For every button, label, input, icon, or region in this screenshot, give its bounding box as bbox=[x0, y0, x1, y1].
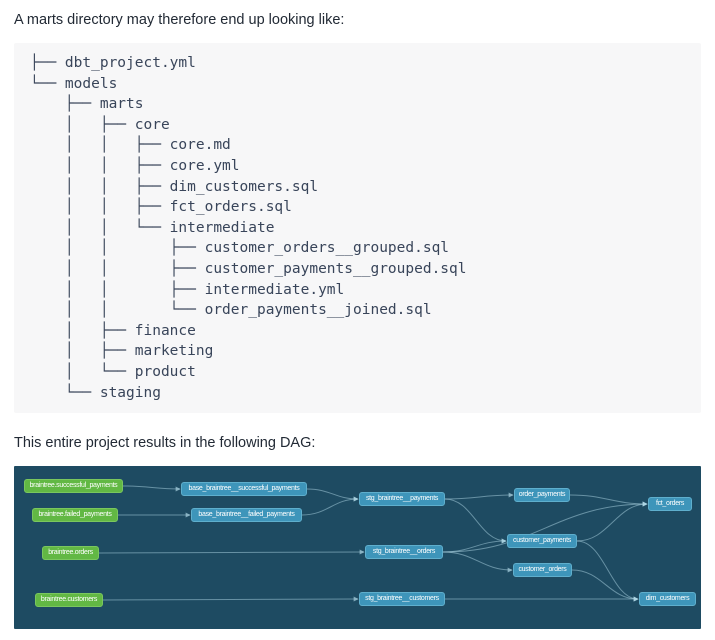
dag-node-order_payments: order_payments bbox=[514, 488, 570, 503]
dag-edge-braintree_customers-to-stg_braintree__customers bbox=[102, 596, 359, 602]
dag-node-dim_customers: dim_customers bbox=[639, 592, 696, 607]
directory-tree-code-block: ├── dbt_project.yml └── models ├── marts… bbox=[14, 43, 701, 414]
dag-node-braintree_failed_payments: braintree.failed_payments bbox=[32, 508, 118, 523]
dag-node-base_braintree__successful_payments: base_braintree__successful_payments bbox=[181, 482, 307, 497]
dag-node-base_braintree__failed_payments: base_braintree__failed_payments bbox=[191, 508, 302, 523]
dag-node-braintree_successful_payments: braintree.successful_payments bbox=[24, 479, 123, 494]
dag-node-braintree_customers: braintree.customers bbox=[35, 593, 103, 608]
dag-node-fct_orders: fct_orders bbox=[648, 497, 692, 512]
dag-edge-stg_braintree__orders-to-fct_orders bbox=[442, 501, 648, 553]
dag-edge-customer_orders-to-dim_customers bbox=[571, 569, 639, 602]
dag-node-customer_payments: customer_payments bbox=[507, 534, 577, 549]
dag-edge-order_payments-to-fct_orders bbox=[569, 494, 648, 507]
dag-intro-text: This entire project results in the follo… bbox=[14, 435, 316, 452]
dag-edge-stg_braintree__payments-to-customer_payments bbox=[444, 498, 507, 544]
dag-edge-customer_payments-to-fct_orders bbox=[576, 501, 648, 542]
dag-edge-braintree_successful_payments-to-base_braintree__successful_payments bbox=[122, 485, 181, 492]
dag-node-stg_braintree__customers: stg_braintree__customers bbox=[359, 592, 445, 607]
dag-edge-braintree_orders-to-stg_braintree__orders bbox=[98, 549, 365, 555]
dag-edges-svg bbox=[98, 485, 648, 602]
dag-edge-base_braintree__successful_payments-to-stg_braintree__payments bbox=[306, 488, 359, 502]
dag-edge-base_braintree__failed_payments-to-stg_braintree__payments bbox=[301, 496, 359, 516]
dag-edge-customer_payments-to-dim_customers bbox=[576, 540, 639, 602]
dag-node-stg_braintree__payments: stg_braintree__payments bbox=[359, 492, 445, 507]
dag-node-braintree_orders: braintree.orders bbox=[42, 546, 99, 561]
dag-node-customer_orders: customer_orders bbox=[513, 563, 572, 578]
dag-node-stg_braintree__orders: stg_braintree__orders bbox=[365, 545, 443, 560]
dag-diagram: braintree.successful_payments braintree.f… bbox=[14, 466, 701, 630]
intro-text: A marts directory may therefore end up l… bbox=[14, 12, 345, 28]
dag-edge-stg_braintree__payments-to-order_payments bbox=[444, 492, 514, 500]
dag-edge-stg_braintree__orders-to-customer_orders bbox=[442, 551, 513, 573]
